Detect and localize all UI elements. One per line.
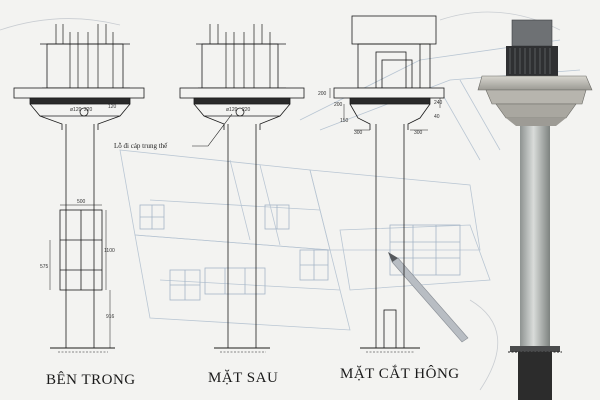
dim-300a-label: 300	[354, 130, 363, 136]
dim-200a-label: 200	[318, 91, 327, 97]
view-label-ben-trong: BÊN TRONG	[46, 372, 136, 388]
dim-150-label: 150	[340, 118, 349, 124]
dim-300b-label: 300	[414, 130, 423, 136]
dim-240-label: 240	[434, 100, 443, 106]
view-label-mat-sau: MẶT SAU	[208, 370, 279, 386]
drawing-mat-cat-hong	[329, 15, 445, 353]
view-label-mat-cat-hong: MẶT CẮT HÔNG	[340, 366, 460, 382]
dim-500-label: 500	[77, 199, 86, 205]
dim-200b-label: 200	[334, 102, 343, 108]
dim-916-label: 916	[106, 314, 115, 320]
dim-220-label-2: 220	[242, 107, 251, 113]
drawing-mat-sau	[179, 24, 305, 353]
cable-hole-note: Lỗ đi cáp trung thế	[114, 142, 168, 150]
dim-40-label: 40	[434, 114, 440, 120]
pencil-image	[388, 252, 469, 343]
dimensions-ben-trong: ø120 220 120 500 1100 575 916	[40, 104, 117, 320]
hole-dia-label-2: ø120	[226, 107, 238, 113]
dim-575-label: 575	[40, 264, 49, 270]
dimensions-mat-sau: ø120 220 Lỗ đi cáp trung thế	[114, 107, 251, 150]
dim-1100-label: 1100	[104, 248, 115, 254]
dimensions-mat-cat-hong: 200 200 150 300 300 240 40	[318, 91, 443, 136]
hole-dia-label: ø120	[70, 107, 82, 113]
pole-render-image	[477, 19, 593, 400]
dim-220-label: 220	[84, 107, 93, 113]
drawing-ben-trong	[13, 24, 145, 353]
dim-120-label: 120	[108, 104, 117, 110]
